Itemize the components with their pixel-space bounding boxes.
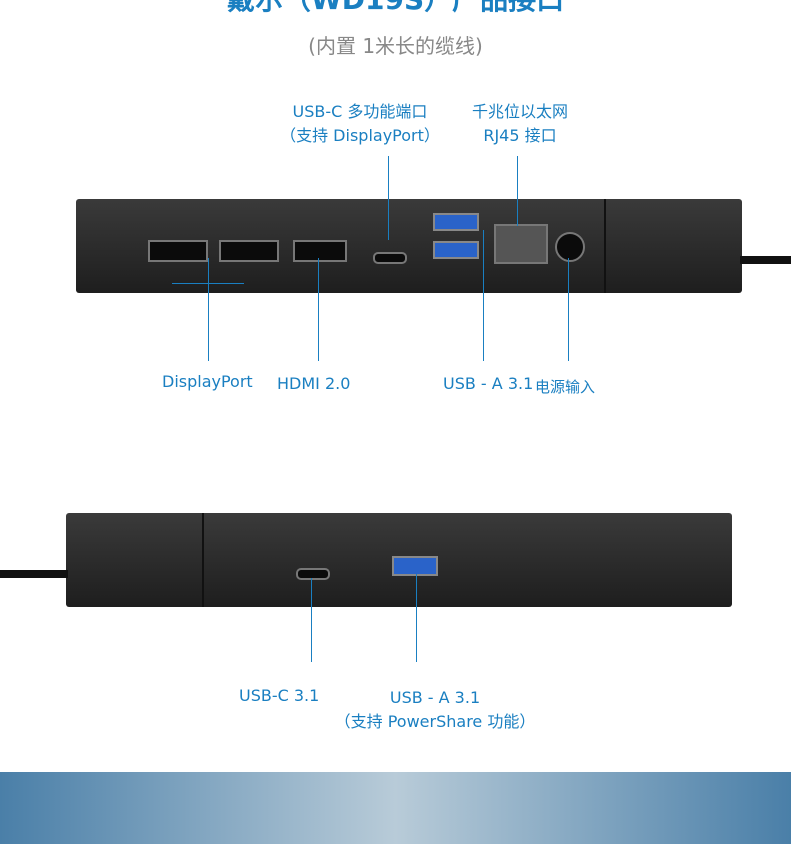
dock-divider: [604, 199, 606, 293]
label-line: USB - A 3.1: [389, 688, 481, 707]
pointer-line: [568, 258, 569, 361]
rj45-port: [494, 224, 548, 264]
label-line: USB-C 多功能端口: [292, 102, 428, 121]
pointer-line: [318, 258, 319, 361]
pointer-line: [483, 230, 484, 361]
label-hdmi: HDMI 2.0: [277, 374, 351, 393]
displayport-port: [219, 240, 279, 262]
pointer-line: [208, 258, 209, 361]
usbc-port: [373, 252, 407, 264]
dock-divider: [202, 513, 204, 607]
usba-port: [433, 241, 479, 259]
label-power: 电源输入: [535, 378, 596, 396]
usba-port: [392, 556, 438, 576]
page-title: 戴尔（WD19S）产品接口: [0, 0, 791, 18]
hdmi-port: [293, 240, 347, 262]
power-port: [555, 232, 585, 262]
cable: [0, 570, 68, 578]
pointer-line: [388, 156, 389, 240]
label-rj45: 千兆位以太网 RJ45 接口: [440, 100, 600, 148]
label-usba: USB - A 3.1: [443, 374, 534, 393]
pointer-line: [416, 574, 417, 662]
label-front-usba: USB - A 3.1 （支持 PowerShare 功能）: [330, 686, 540, 734]
subtitle: (内置 1米长的缆线): [308, 34, 483, 58]
label-line: （支持 DisplayPort）: [280, 126, 440, 145]
label-usbc-multi: USB-C 多功能端口 （支持 DisplayPort）: [280, 100, 440, 148]
cable: [740, 256, 791, 264]
label-line: （支持 PowerShare 功能）: [334, 712, 536, 731]
displayport-port: [148, 240, 208, 262]
usbc-port: [296, 568, 330, 580]
label-line: RJ45 接口: [483, 126, 557, 145]
pointer-line: [172, 283, 244, 284]
label-line: 千兆位以太网: [471, 102, 568, 121]
next-section-banner: [0, 772, 791, 844]
label-front-usbc: USB-C 3.1: [239, 686, 320, 705]
label-displayport: DisplayPort: [162, 372, 253, 391]
pointer-line: [311, 578, 312, 662]
usba-port: [433, 213, 479, 231]
pointer-line: [517, 156, 518, 226]
